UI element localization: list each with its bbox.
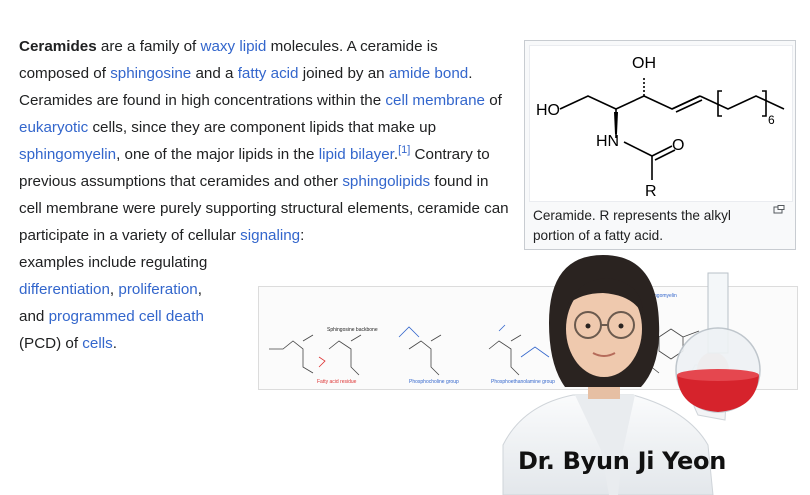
link-sphingomyelin[interactable]: sphingomyelin: [19, 146, 117, 163]
infobox-caption: Ceramide. R represents the alkyl portion…: [533, 208, 731, 243]
link-differentiation[interactable]: differentiation: [19, 281, 110, 298]
link-amide-bond[interactable]: amide bond: [388, 65, 469, 82]
link-signaling[interactable]: signaling: [240, 227, 301, 244]
scientist-name: Dr. Byun Ji Yeon: [518, 447, 727, 475]
link-sphingolipids[interactable]: sphingolipids: [342, 173, 431, 190]
link-fatty-acid[interactable]: fatty acid: [237, 65, 299, 82]
link-programmed-cell-death[interactable]: programmed cell death: [48, 308, 204, 325]
link-proliferation[interactable]: proliferation: [118, 281, 198, 298]
link-lipid[interactable]: lipid: [239, 38, 267, 55]
ho-label: HO: [536, 102, 560, 119]
link-cell-membrane[interactable]: cell membrane: [385, 92, 486, 109]
phosphoethanolamine-label: Phosphoethanolamine group: [491, 379, 555, 385]
phosphocholine-label: Phosphocholine group: [409, 379, 459, 385]
link-eukaryotic[interactable]: eukaryotic: [19, 119, 89, 136]
backbone-label: Sphingosine backbone: [327, 327, 378, 333]
article-paragraph: Ceramides are a family of waxy lipid mol…: [19, 38, 509, 352]
scientist-photo: [463, 245, 810, 495]
magnify-icon[interactable]: [773, 204, 785, 218]
link-lipid-bilayer[interactable]: lipid bilayer: [318, 146, 394, 163]
ceramide-structure-diagram: OH HO HN O R 6: [536, 55, 785, 200]
link-waxy[interactable]: waxy: [200, 38, 236, 55]
o-label: O: [672, 137, 684, 154]
hn-label: HN: [596, 133, 619, 150]
infobox: OH HO HN O R 6 Ceramide. R represents th…: [524, 40, 796, 250]
ceramide-structure-image[interactable]: OH HO HN O R 6: [529, 45, 793, 202]
article-term: Ceramides: [19, 38, 97, 55]
subscript-label: 6: [768, 113, 775, 127]
fatty-acid-label: Fatty acid residue: [317, 379, 357, 385]
oh-label: OH: [632, 55, 656, 72]
link-sphingosine[interactable]: sphingosine: [110, 65, 192, 82]
scientist-illustration: [502, 255, 761, 495]
reference-1[interactable]: [1]: [398, 143, 411, 156]
sphingomyelin-label: Sphingomyelin: [644, 293, 677, 299]
r-label: R: [645, 183, 657, 200]
link-cells[interactable]: cells: [82, 335, 113, 352]
